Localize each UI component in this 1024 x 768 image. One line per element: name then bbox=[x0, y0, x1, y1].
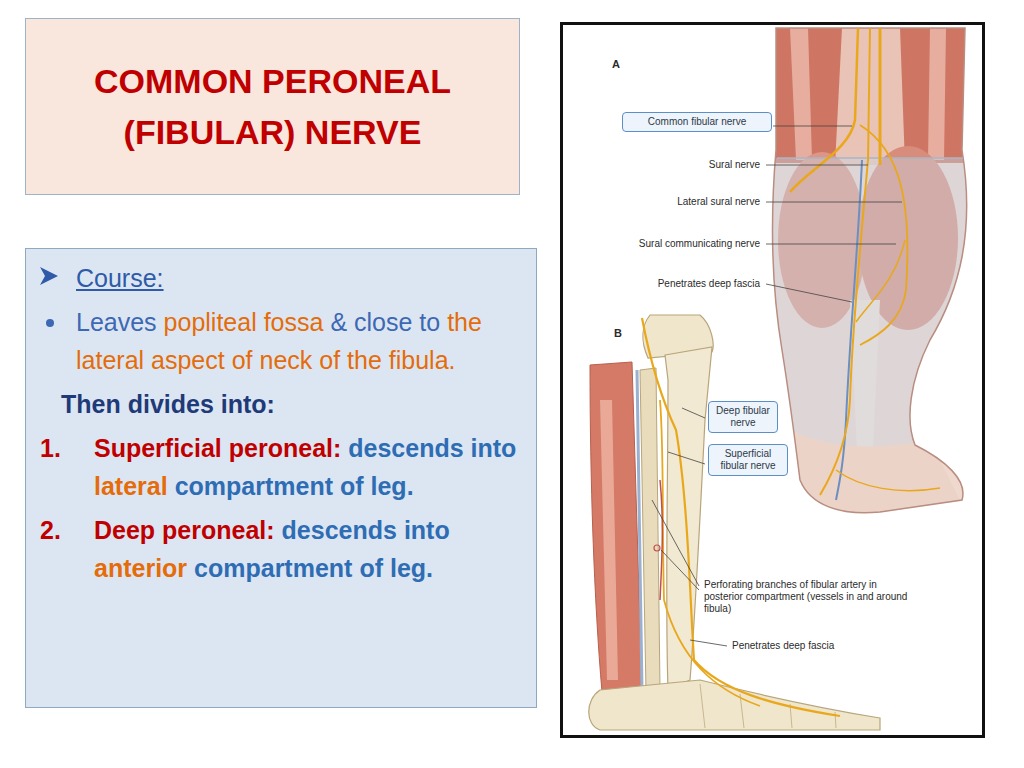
lateral-leg bbox=[665, 347, 712, 690]
posterior-leg bbox=[773, 28, 967, 513]
list-number: 2. bbox=[40, 511, 84, 549]
lateral-leg bbox=[637, 370, 642, 690]
posterior-leg bbox=[777, 157, 963, 159]
leader-line bbox=[652, 500, 699, 586]
label-tag: Superficial fibular nerve bbox=[708, 444, 788, 476]
posterior-leg bbox=[928, 28, 946, 160]
posterior-leg bbox=[790, 28, 812, 160]
leader-line bbox=[661, 550, 699, 590]
leader-line bbox=[682, 408, 705, 418]
lateral-leg bbox=[600, 400, 618, 680]
structure-label: Lateral sural nerve bbox=[675, 196, 762, 208]
posterior-leg bbox=[760, 20, 980, 520]
panel-letter: B bbox=[612, 327, 624, 340]
tag-text: Superficial fibular nerve bbox=[713, 448, 783, 472]
list-number: 1. bbox=[40, 429, 84, 467]
lateral-leg bbox=[700, 684, 836, 728]
lateral-leg bbox=[654, 545, 660, 551]
list-item: Superficial peroneal: descends into late… bbox=[94, 429, 526, 505]
content-panel: Course: Leaves popliteal fossa & close to… bbox=[25, 248, 537, 708]
posterior-leg bbox=[856, 240, 905, 322]
panel-letter: A bbox=[610, 58, 622, 71]
subheading: Then divides into: bbox=[61, 385, 521, 423]
structure-label: Penetrates deep fascia bbox=[730, 640, 836, 652]
lateral-leg bbox=[589, 315, 880, 730]
lateral-leg bbox=[660, 480, 662, 600]
tag-text: Deep fibular nerve bbox=[713, 405, 773, 429]
leader-line bbox=[766, 284, 852, 302]
structure-label: Sural communicating nerve bbox=[637, 238, 762, 250]
lateral-leg bbox=[642, 318, 840, 716]
bullet-text: Leaves popliteal fossa & close to the la… bbox=[76, 303, 516, 379]
leader-line bbox=[766, 202, 902, 203]
posterior-leg bbox=[760, 20, 980, 520]
label-tag: Deep fibular nerve bbox=[708, 401, 778, 433]
leader-line bbox=[668, 452, 705, 464]
list-item: Deep peroneal: descends into anterior co… bbox=[94, 511, 526, 587]
posterior-leg bbox=[836, 160, 862, 500]
posterior-leg bbox=[780, 430, 970, 520]
leader-line bbox=[766, 244, 896, 245]
arrow-bullet bbox=[40, 267, 58, 285]
lateral-leg bbox=[640, 368, 660, 692]
posterior-leg bbox=[820, 28, 870, 495]
dot-bullet bbox=[46, 319, 54, 327]
lateral-leg bbox=[590, 362, 642, 692]
leader-line bbox=[652, 126, 902, 646]
label-tag: Common fibular nerve bbox=[622, 112, 772, 132]
slide-title: COMMON PERONEAL (FIBULAR) NERVE bbox=[53, 56, 493, 158]
leader-line bbox=[766, 165, 868, 166]
leader-line bbox=[690, 640, 727, 646]
posterior-leg bbox=[860, 125, 907, 345]
leader-line bbox=[773, 126, 852, 127]
structure-label: Penetrates deep fascia bbox=[656, 278, 762, 290]
title-box: COMMON PERONEAL (FIBULAR) NERVE bbox=[25, 18, 520, 195]
posterior-leg bbox=[790, 28, 858, 192]
section-heading: Course: bbox=[76, 259, 376, 297]
tag-text: Common fibular nerve bbox=[627, 116, 767, 128]
posterior-leg bbox=[836, 470, 940, 491]
posterior-leg bbox=[760, 20, 980, 520]
structure-label: Sural nerve bbox=[707, 159, 762, 171]
structure-label: Perforating branches of fibular artery i… bbox=[702, 579, 918, 615]
figure-frame bbox=[562, 24, 984, 737]
